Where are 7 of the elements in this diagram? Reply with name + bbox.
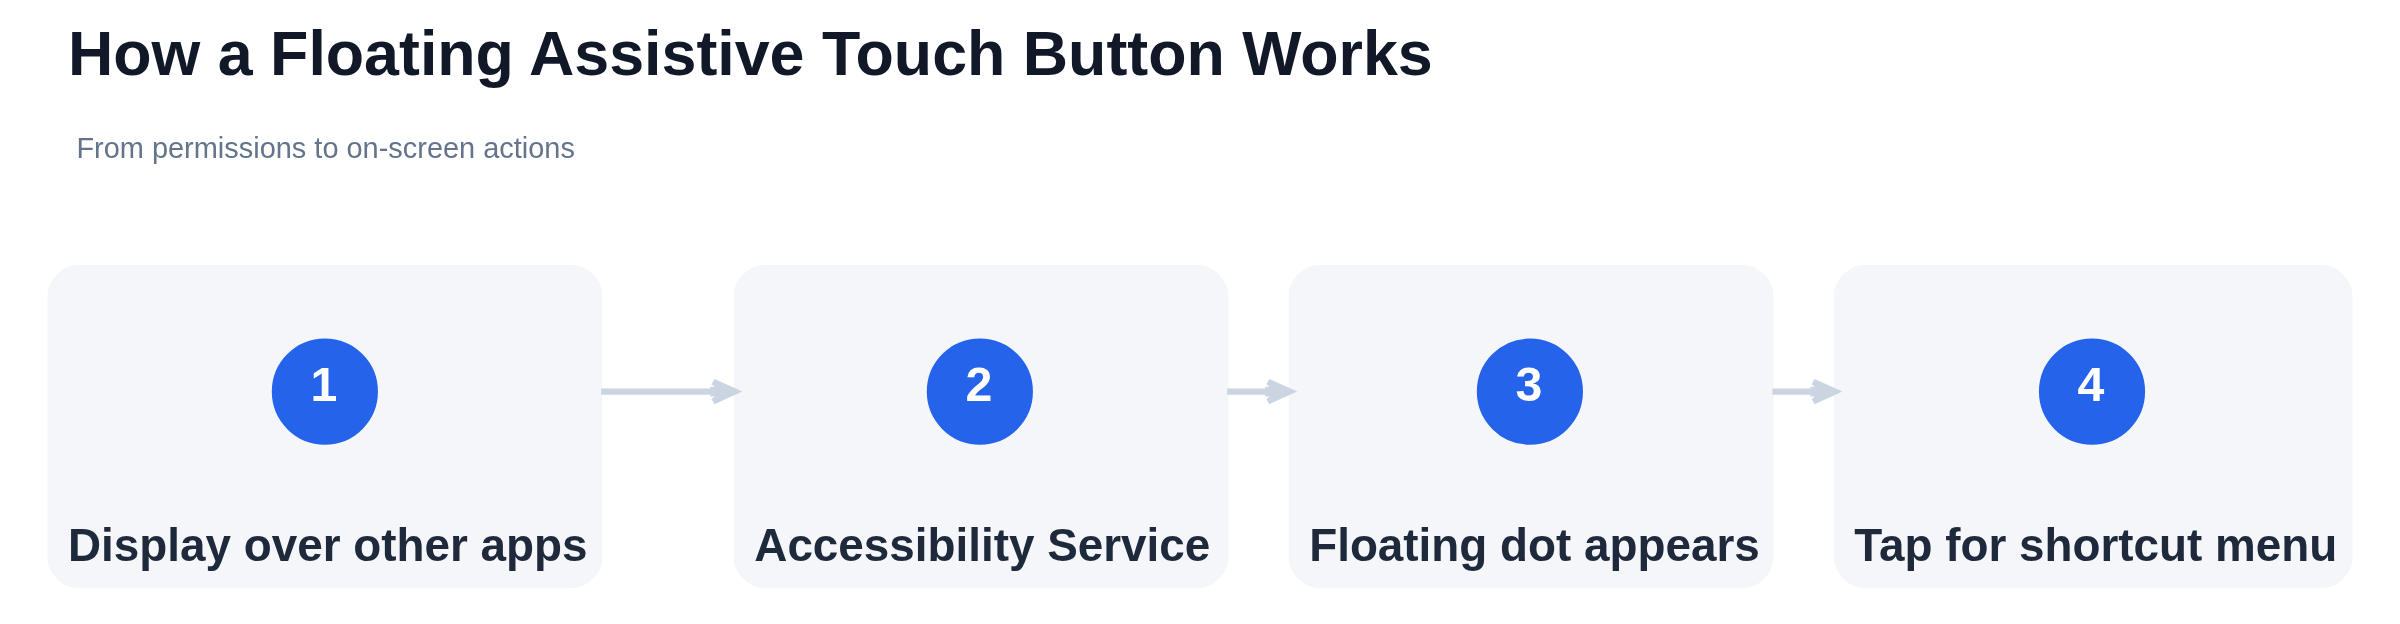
label: From permissions to on-screen actions (76, 131, 575, 164)
node-circle: 1 (271, 338, 378, 445)
node-circle: 4 (2038, 338, 2146, 445)
node-circle: 3 (1476, 338, 1583, 445)
diagram-title: How a Floating Assistive Touch Button Works (67, 18, 1433, 89)
arrow (1772, 378, 1839, 405)
node-circle: 2 (926, 338, 1033, 445)
